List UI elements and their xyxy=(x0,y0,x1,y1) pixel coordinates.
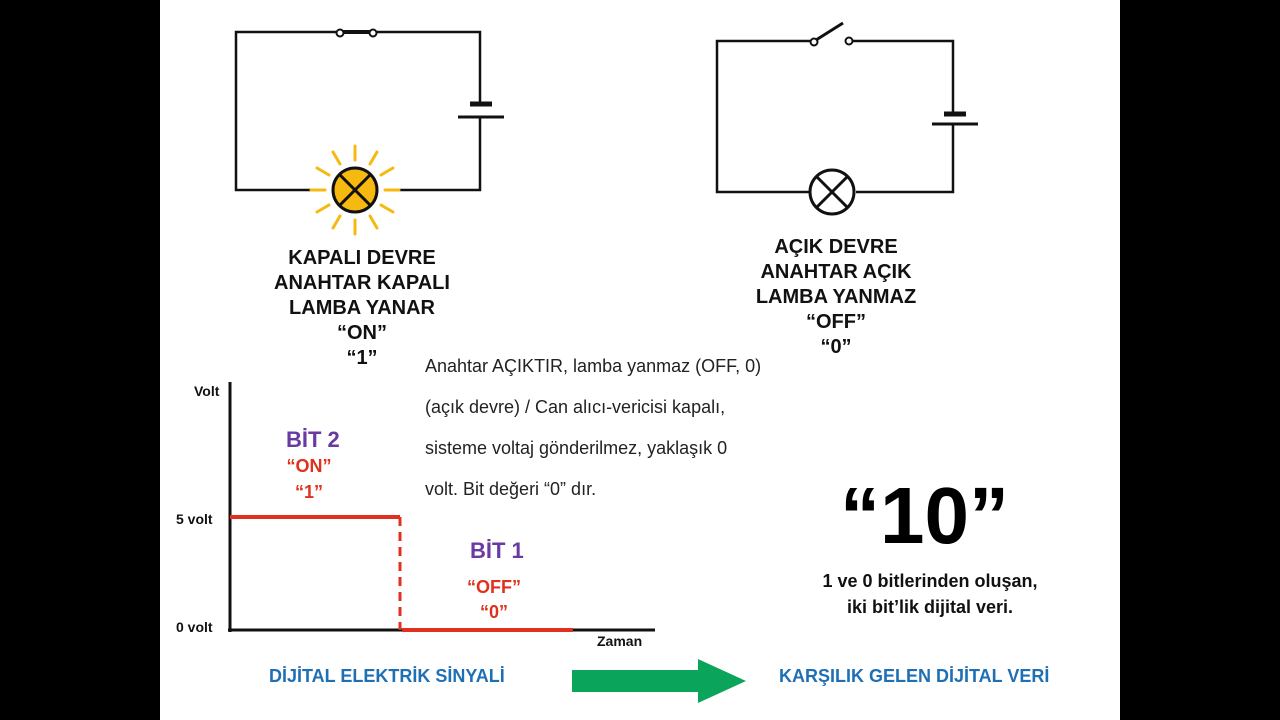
closed-circuit-diagram xyxy=(234,28,504,236)
battery-icon xyxy=(932,111,978,126)
bit1-title: BİT 1 xyxy=(470,538,524,563)
high-voltage-label: 5 volt xyxy=(176,511,213,527)
bit1-state: “OFF” xyxy=(467,577,521,597)
lamp-on-icon xyxy=(309,144,401,236)
y-axis-label: Volt xyxy=(194,383,220,399)
open-switch-icon xyxy=(809,21,854,47)
slide: KAPALI DEVRE ANAHTAR KAPALI LAMBA YANAR … xyxy=(160,0,1120,720)
open-circuit-caption: AÇIK DEVRE ANAHTAR AÇIK LAMBA YANMAZ “OF… xyxy=(755,236,917,358)
bit2-value: “1” xyxy=(294,482,323,502)
description-text: Anahtar AÇIKTIR, lamba yanmaz (OFF, 0) (… xyxy=(425,356,762,499)
result-summary: 1 ve 0 bitlerinden oluşan, iki bit’lik d… xyxy=(822,571,1038,617)
battery-icon xyxy=(458,101,504,119)
open-circuit-diagram xyxy=(715,21,978,216)
bit2-title: BİT 2 xyxy=(286,427,340,452)
bit2-state: “ON” xyxy=(286,456,332,476)
low-voltage-label: 0 volt xyxy=(176,619,213,635)
digital-signal-label: DİJİTAL ELEKTRİK SİNYALİ xyxy=(269,666,505,686)
bit1-value: “0” xyxy=(479,602,508,622)
digital-data-label: KARŞILIK GELEN DİJİTAL VERİ xyxy=(779,666,1050,686)
digital-value: “10” xyxy=(840,471,1009,560)
x-axis-label: Zaman xyxy=(597,633,643,649)
closed-circuit-caption: KAPALI DEVRE ANAHTAR KAPALI LAMBA YANAR … xyxy=(274,247,450,369)
digital-signal-graph xyxy=(228,382,655,632)
arrow-right-icon xyxy=(572,659,746,703)
closed-switch-icon xyxy=(335,28,378,38)
lamp-off-icon xyxy=(808,168,856,216)
